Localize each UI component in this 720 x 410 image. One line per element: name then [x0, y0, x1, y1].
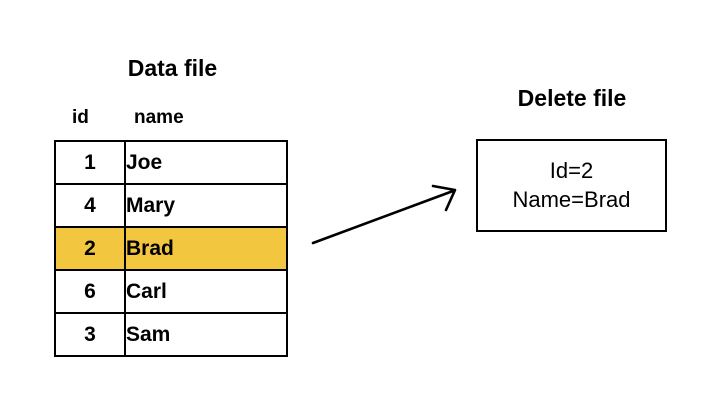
table-cell-name: Sam — [124, 312, 288, 357]
data-file-column-headers: id name — [54, 104, 288, 134]
table-cell-id: 4 — [54, 183, 126, 228]
delete-file-line-id: Id=2 — [549, 158, 594, 184]
arrow-right-icon — [311, 184, 457, 245]
table-cell-name: Joe — [124, 140, 288, 185]
column-header-name: name — [134, 107, 184, 128]
delete-file-line-name: Name=Brad — [512, 186, 631, 212]
table-cell-name: Mary — [124, 183, 288, 228]
table-cell-id: 6 — [54, 269, 126, 314]
table-cell-id: 3 — [54, 312, 126, 357]
delete-file-title: Delete file — [517, 85, 627, 111]
column-header-id: id — [72, 107, 89, 128]
table-cell-id: 2 — [54, 226, 126, 271]
table-cell-id: 1 — [54, 140, 126, 185]
table-cell-name: Brad — [124, 226, 288, 271]
data-file-title: Data file — [127, 55, 218, 81]
delete-file-box: Id=2 Name=Brad — [476, 139, 667, 232]
table-cell-name: Carl — [124, 269, 288, 314]
